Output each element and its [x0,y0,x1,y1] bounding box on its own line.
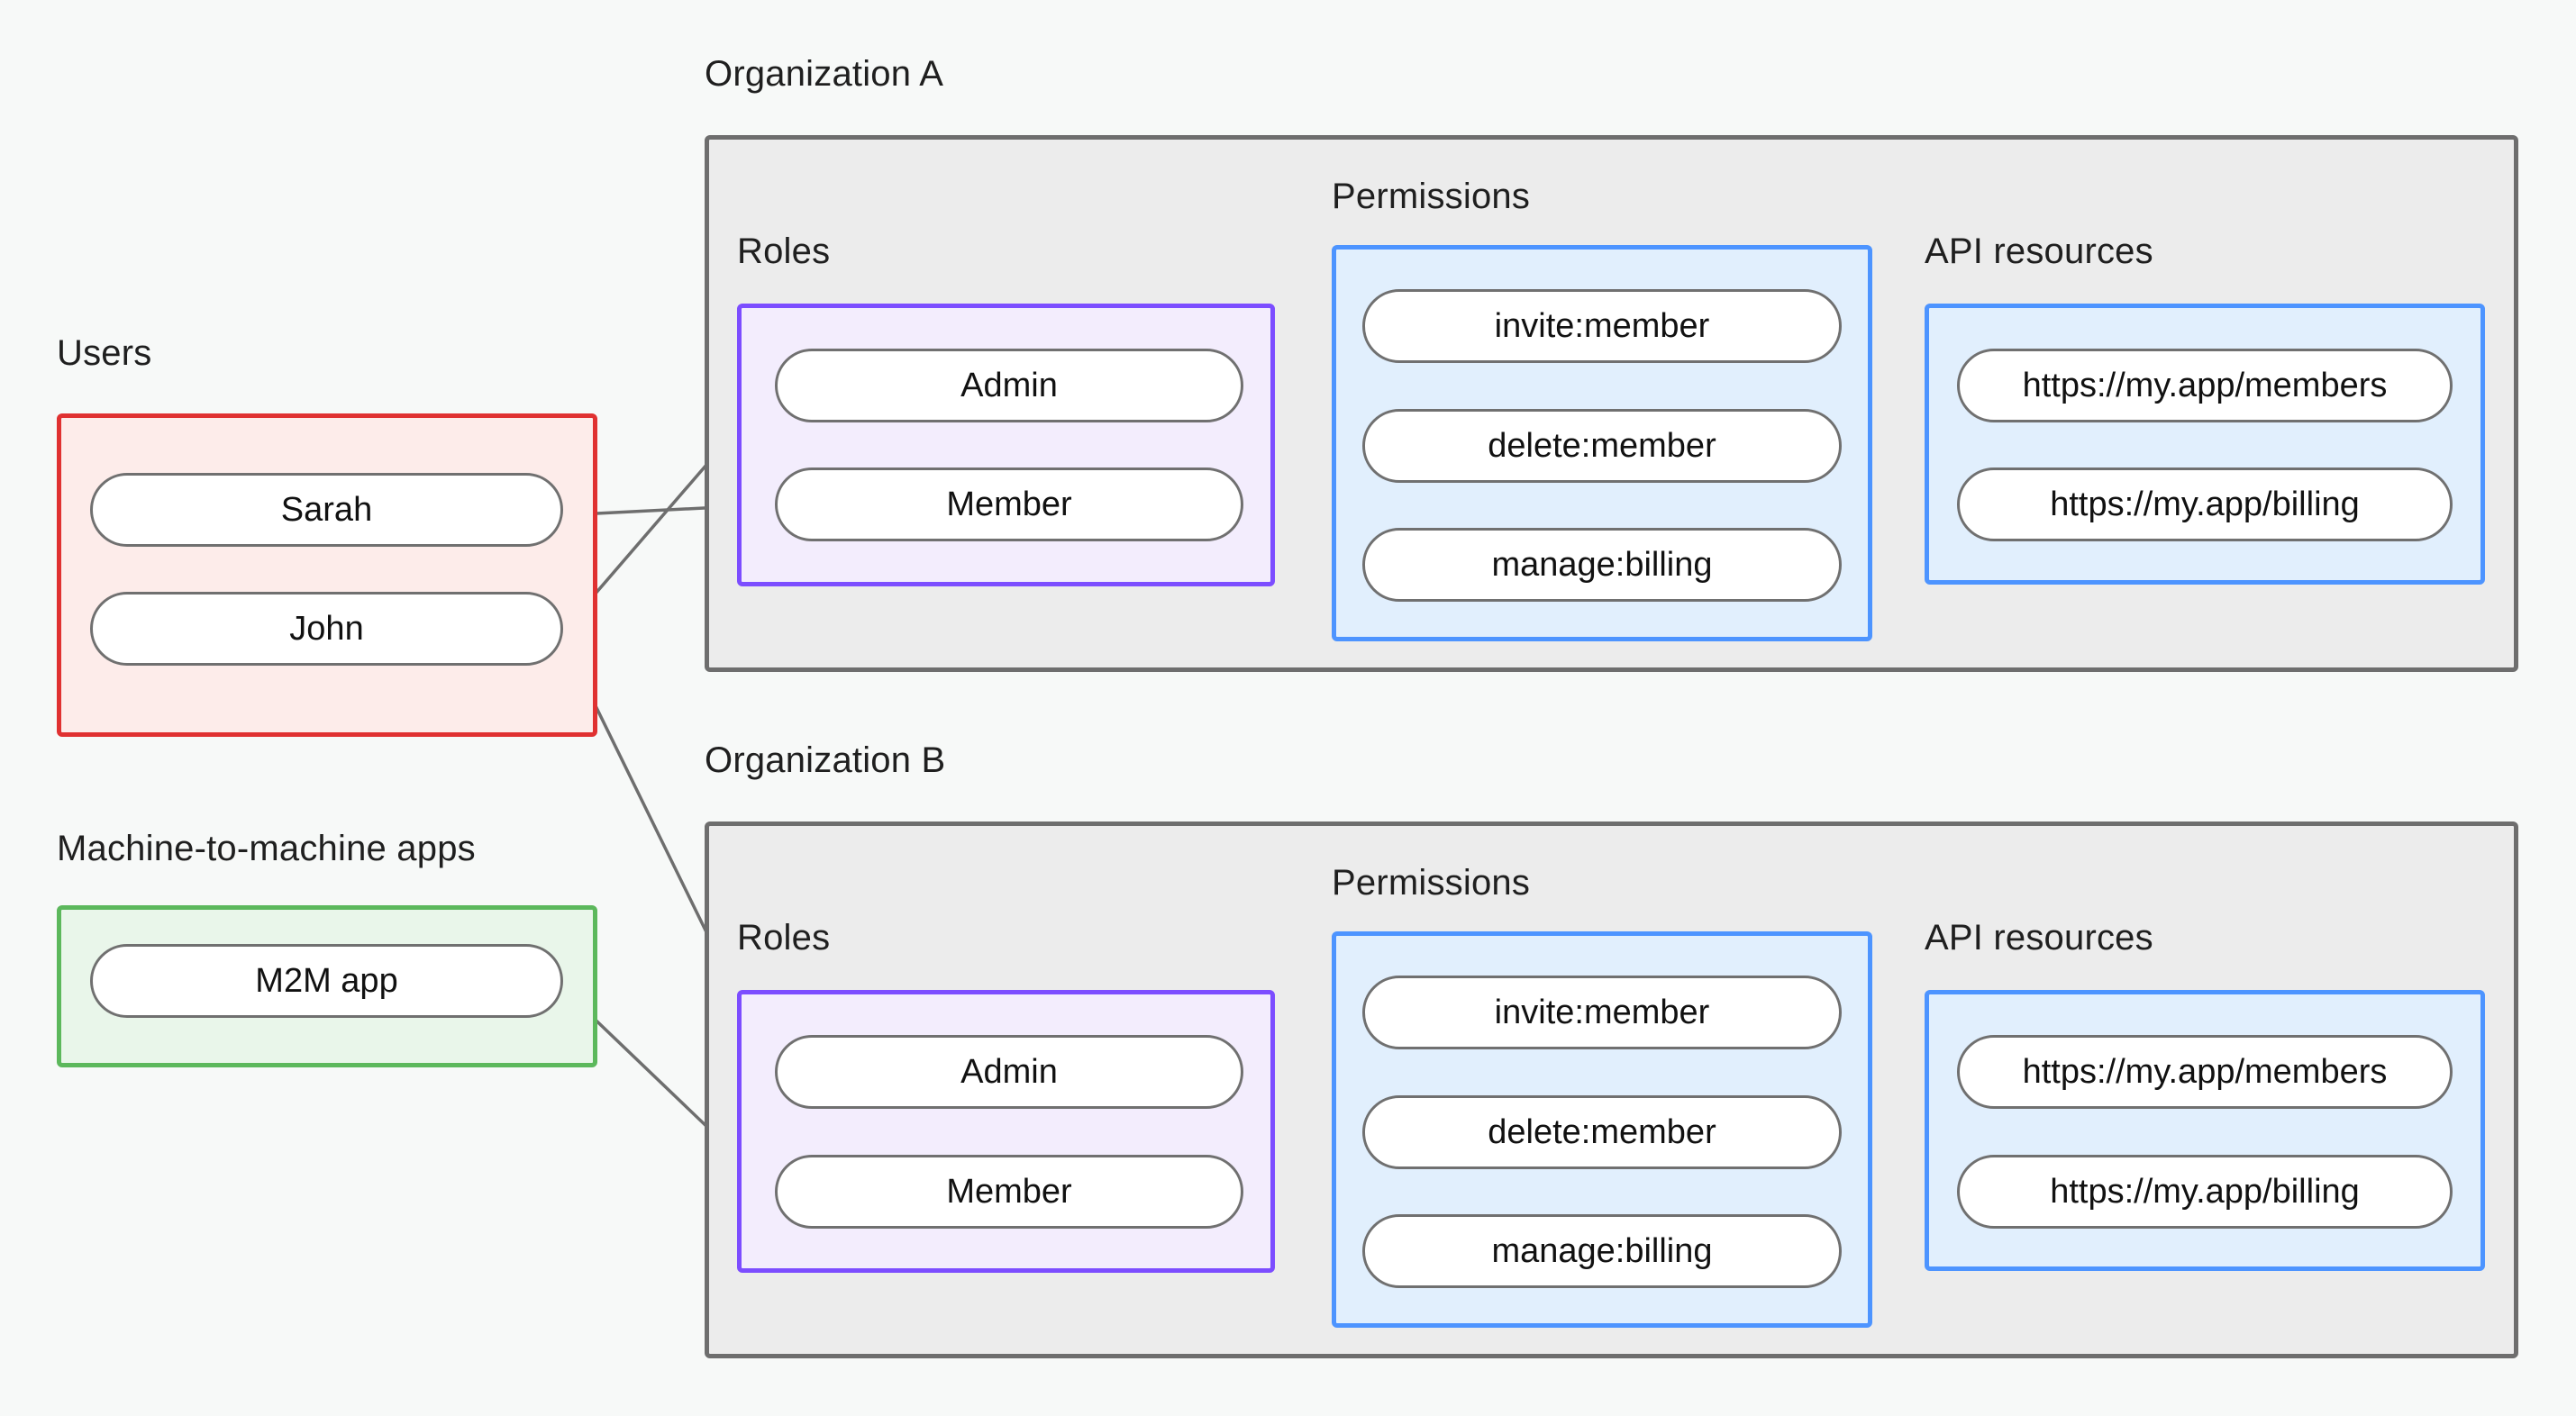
org-a-permission-delete-member[interactable]: delete:member [1362,409,1842,483]
org-a-api-resource-members[interactable]: https://my.app/members [1957,349,2453,422]
m2m-node-app[interactable]: M2M app [90,944,563,1018]
org-a-roles-title: Roles [737,231,831,271]
org-a-api-resources-group [1925,304,2485,585]
org-a-permissions-title: Permissions [1332,177,1531,216]
m2m-title: Machine-to-machine apps [57,829,476,868]
org-a-roles-group [737,304,1275,586]
org-b-api-resources-group [1925,990,2485,1271]
org-b-api-resource-billing[interactable]: https://my.app/billing [1957,1155,2453,1229]
org-a-role-admin[interactable]: Admin [775,349,1243,422]
org-b-permission-manage-billing[interactable]: manage:billing [1362,1214,1842,1288]
org-b-permission-invite-member[interactable]: invite:member [1362,976,1842,1049]
org-b-roles-group [737,990,1275,1273]
org-a-api-resources-title: API resources [1925,231,2153,271]
org-b-role-admin[interactable]: Admin [775,1035,1243,1109]
organization-b-title: Organization B [705,740,946,780]
org-b-permissions-title: Permissions [1332,863,1531,903]
org-b-api-resources-title: API resources [1925,918,2153,958]
org-a-permission-manage-billing[interactable]: manage:billing [1362,528,1842,602]
org-a-permission-invite-member[interactable]: invite:member [1362,289,1842,363]
org-b-api-resource-members[interactable]: https://my.app/members [1957,1035,2453,1109]
organization-a-title: Organization A [705,54,944,94]
user-node-sarah[interactable]: Sarah [90,473,563,547]
org-b-roles-title: Roles [737,918,831,958]
org-b-role-member[interactable]: Member [775,1155,1243,1229]
user-node-john[interactable]: John [90,592,563,666]
users-group [57,413,597,737]
org-b-permission-delete-member[interactable]: delete:member [1362,1095,1842,1169]
users-title: Users [57,333,152,373]
org-a-api-resource-billing[interactable]: https://my.app/billing [1957,467,2453,541]
org-a-role-member[interactable]: Member [775,467,1243,541]
